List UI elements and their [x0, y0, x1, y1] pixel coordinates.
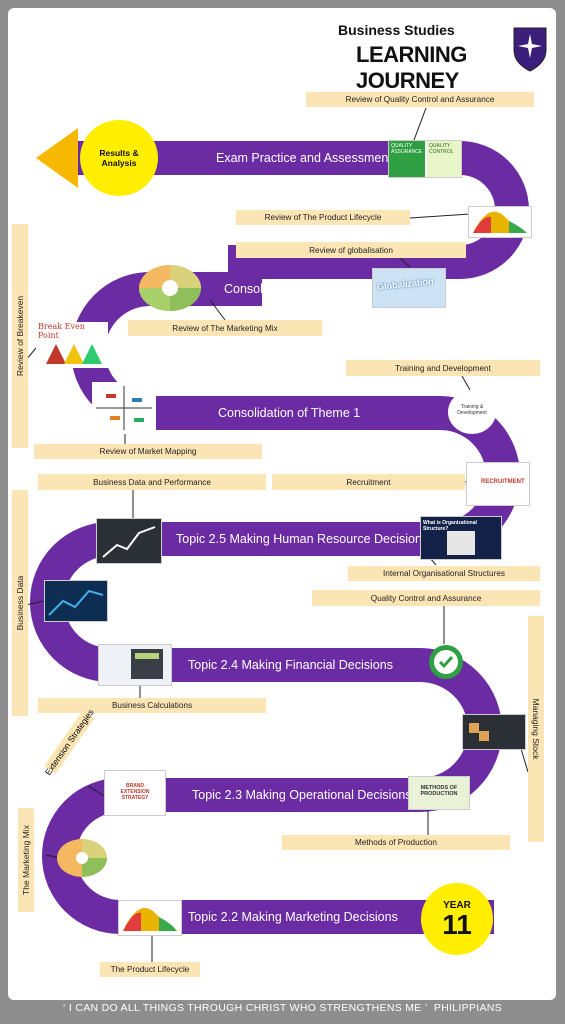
results-label: Results & Analysis [99, 148, 139, 168]
lifecycle-chart-icon [118, 900, 182, 936]
row-title-consolidation-theme-1: Consolidation of Theme 1 [218, 406, 361, 420]
quote-reference: PHILIPPIANS [433, 1002, 502, 1014]
methods-production-thumbnail: METHODS OF PRODUCTION [408, 776, 470, 810]
methods-production-text: METHODS OF PRODUCTION [420, 785, 458, 797]
break-even-triangles-icon [46, 344, 102, 364]
recruitment-text: RECRUITMENT [481, 479, 525, 485]
training-thumbnail: Training & Development [448, 390, 496, 434]
year-label: YEAR [443, 899, 471, 911]
brand-extension-thumbnail: BRAND EXTENSION STRATEGY [104, 770, 166, 816]
label-internal-structures: Internal Organisational Structures [348, 566, 540, 581]
marketing-mix-wheel-icon [57, 839, 107, 877]
year-number: 11 [442, 908, 472, 940]
side-label-marketing-mix: The Marketing Mix [18, 808, 34, 912]
quality-badge-icon [429, 645, 463, 679]
label-globalisation-review: Review of globalisation [236, 242, 466, 258]
label-methods-of-production: Methods of Production [282, 835, 510, 850]
calculator-icon [98, 644, 172, 686]
label-business-calculations: Business Calculations [38, 698, 266, 713]
org-structure-thumbnail: What is Organizational Structure? [420, 516, 502, 560]
side-label-breakeven-review: Review of Breakeven [12, 224, 28, 448]
row-title-topic-2-3: Topic 2.3 Making Operational Decisions [192, 788, 412, 802]
results-circle: Results & Analysis [80, 120, 158, 196]
side-label-managing-stock: Managing Stock [528, 616, 544, 842]
quality-control-text: QUALITY CONTROL [427, 141, 461, 177]
quality-thumbnail: QUALITY ASSURANCE QUALITY CONTROL [388, 140, 462, 178]
label-quality-review: Review of Quality Control and Assurance [306, 92, 534, 107]
side-label-business-data: Business Data [12, 490, 28, 716]
marketing-mix-wheel-icon [139, 265, 201, 311]
row-title-topic-2-2: Topic 2.2 Making Marketing Decisions [188, 910, 398, 924]
lifecycle-chart-icon [468, 206, 532, 238]
brand-extension-text: BRAND EXTENSION STRATEGY [120, 783, 150, 801]
label-market-mapping-review: Review of Market Mapping [34, 444, 262, 459]
year-circle: YEAR 11 [421, 883, 493, 955]
break-even-text: Break Even Point [38, 322, 85, 340]
label-product-lifecycle-review: Review of The Product Lifecycle [236, 210, 410, 225]
school-crest-icon [513, 27, 547, 72]
footer-quote: ‘ I CAN DO ALL THINGS THROUGH CHRIST WHO… [0, 1002, 565, 1014]
quality-assurance-text: QUALITY ASSURANCE [389, 141, 425, 177]
org-structure-text: What is Organizational Structure? [423, 520, 477, 532]
org-chart-icon [447, 531, 475, 555]
label-quality-control: Quality Control and Assurance [312, 590, 540, 606]
page-title: LEARNING JOURNEY [356, 42, 467, 93]
label-product-lifecycle: The Product Lifecycle [100, 962, 200, 977]
subject-title: Business Studies [338, 22, 455, 38]
globalisation-thumbnail: Globalization [372, 268, 446, 308]
training-text: Training & Development [457, 404, 487, 416]
break-even-thumbnail: Break Even Point [36, 322, 108, 368]
start-arrow-icon [36, 128, 78, 188]
row-title-topic-2-4: Topic 2.4 Making Financial Decisions [188, 658, 393, 672]
label-business-data-performance: Business Data and Performance [38, 474, 266, 490]
globalization-text: Globalization [376, 276, 434, 292]
data-performance-icon [96, 518, 162, 564]
managing-stock-icon [462, 714, 526, 750]
label-training: Training and Development [346, 360, 540, 376]
recruitment-thumbnail: RECRUITMENT [466, 462, 530, 506]
row-title-consolidation-theme-2: Consolidation of Theme 2 [224, 282, 367, 296]
label-recruitment: Recruitment [272, 474, 465, 490]
label-marketing-mix-review: Review of The Marketing Mix [128, 320, 322, 336]
quote-text: ‘ I CAN DO ALL THINGS THROUGH CHRIST WHO… [63, 1002, 428, 1014]
row-title-exam-practice: Exam Practice and Assessment [216, 151, 392, 165]
market-map-icon [92, 382, 156, 434]
business-data-icon [44, 580, 108, 622]
row-title-topic-2-5: Topic 2.5 Making Human Resource Decision… [176, 532, 429, 546]
